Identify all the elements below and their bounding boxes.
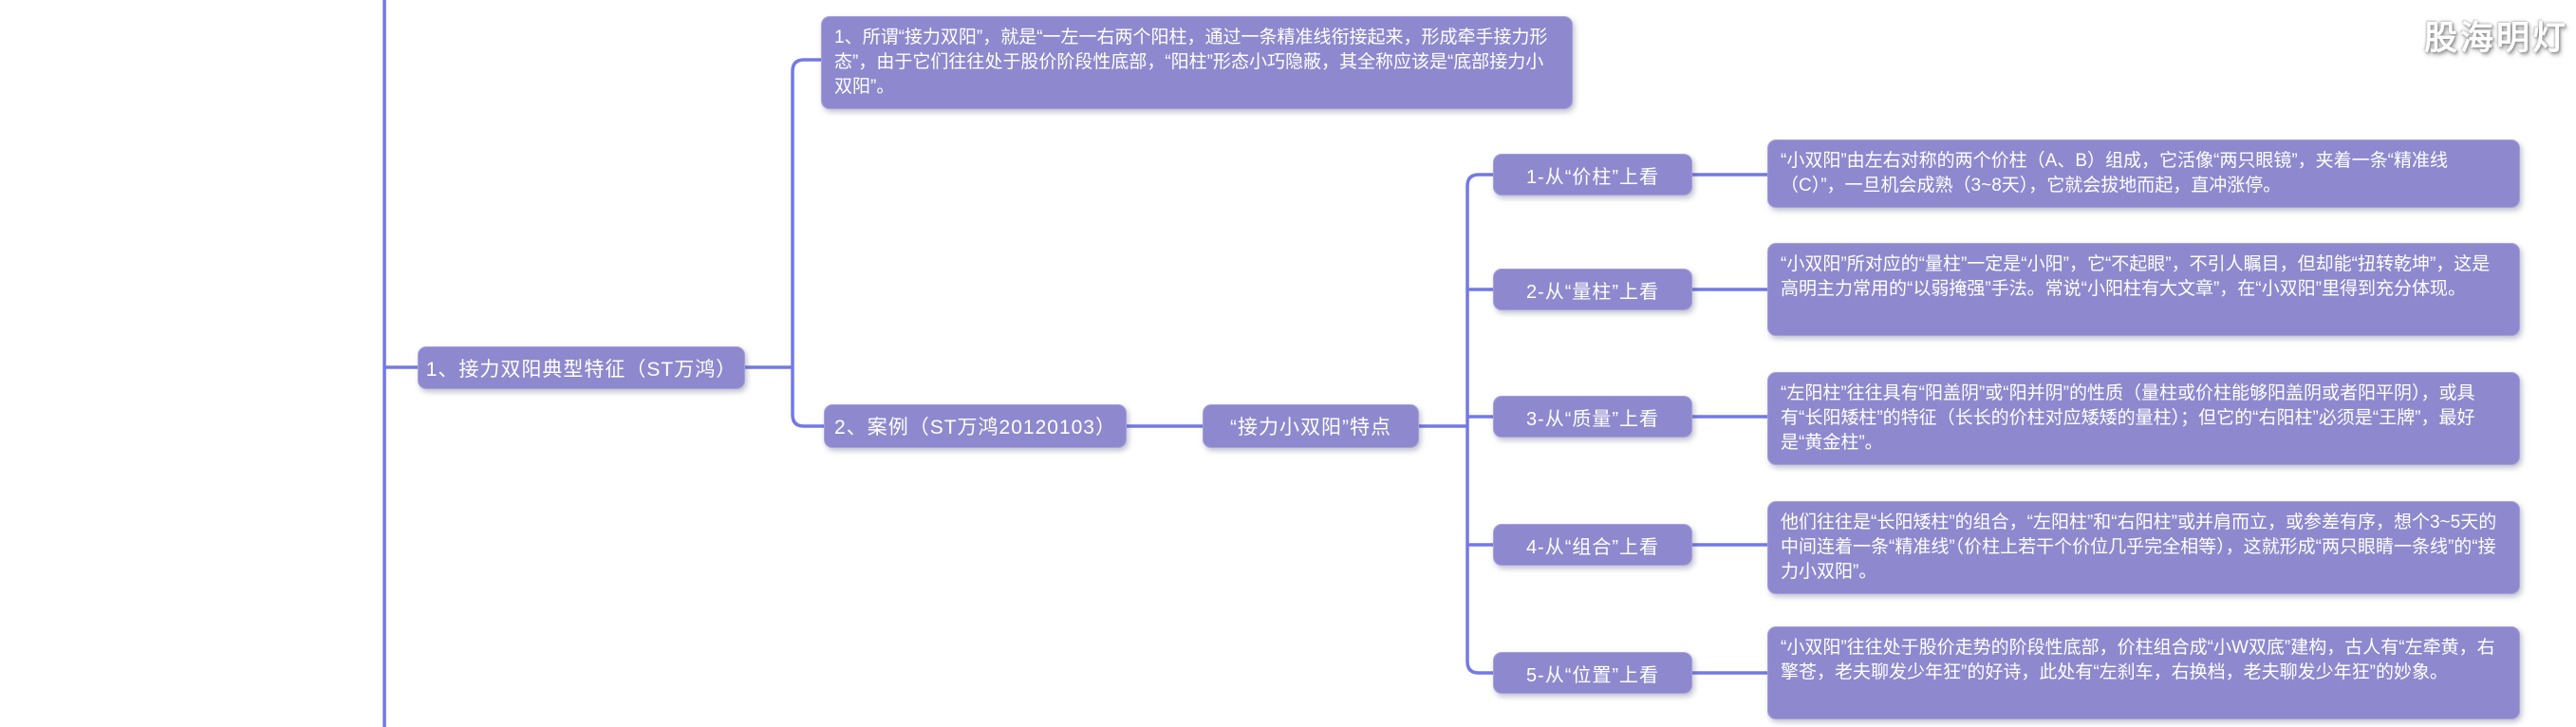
- case-node[interactable]: 2、案例（ST万鸿20120103）: [824, 404, 1127, 448]
- watermark-logo: 股海明灯: [2423, 20, 2568, 57]
- branch-label-price-column[interactable]: 1-从“价柱”上看: [1493, 154, 1692, 196]
- branch-detail-position[interactable]: “小双阳”往往处于股价走势的阶段性底部，价柱组合成“小W双底”建构，古人有“左牵…: [1767, 626, 2520, 719]
- intro-definition-node[interactable]: 1、所谓“接力双阳”，就是“一左一右两个阳柱，通过一条精准线衔接起来，形成牵手接…: [821, 16, 1573, 109]
- branch-detail-quality[interactable]: “左阳柱”往往具有“阳盖阴”或“阳并阴”的性质（量柱或价柱能够阳盖阴或者阳平阴）…: [1767, 372, 2520, 465]
- feature-hub-node[interactable]: “接力小双阳”特点: [1203, 404, 1419, 448]
- branch-detail-price-column[interactable]: “小双阳”由左右对称的两个价柱（A、B）组成，它活像“两只眼镜”，夹着一条“精准…: [1767, 140, 2520, 208]
- root-topic-node[interactable]: 1、接力双阳典型特征（ST万鸿）: [418, 346, 745, 389]
- branch-detail-volume-column[interactable]: “小双阳”所对应的“量柱”一定是“小阳”，它“不起眼”，不引人瞩目，但却能“扭转…: [1767, 243, 2520, 336]
- branch-detail-combination[interactable]: 他们往往是“长阳矮柱”的组合，“左阳柱”和“右阳柱”或并肩而立，或参差有序，想个…: [1767, 501, 2520, 594]
- branch-label-volume-column[interactable]: 2-从“量柱”上看: [1493, 269, 1692, 310]
- branch-label-combination[interactable]: 4-从“组合”上看: [1493, 524, 1692, 566]
- branch-label-position[interactable]: 5-从“位置”上看: [1493, 652, 1692, 694]
- branch-label-quality[interactable]: 3-从“质量”上看: [1493, 396, 1692, 438]
